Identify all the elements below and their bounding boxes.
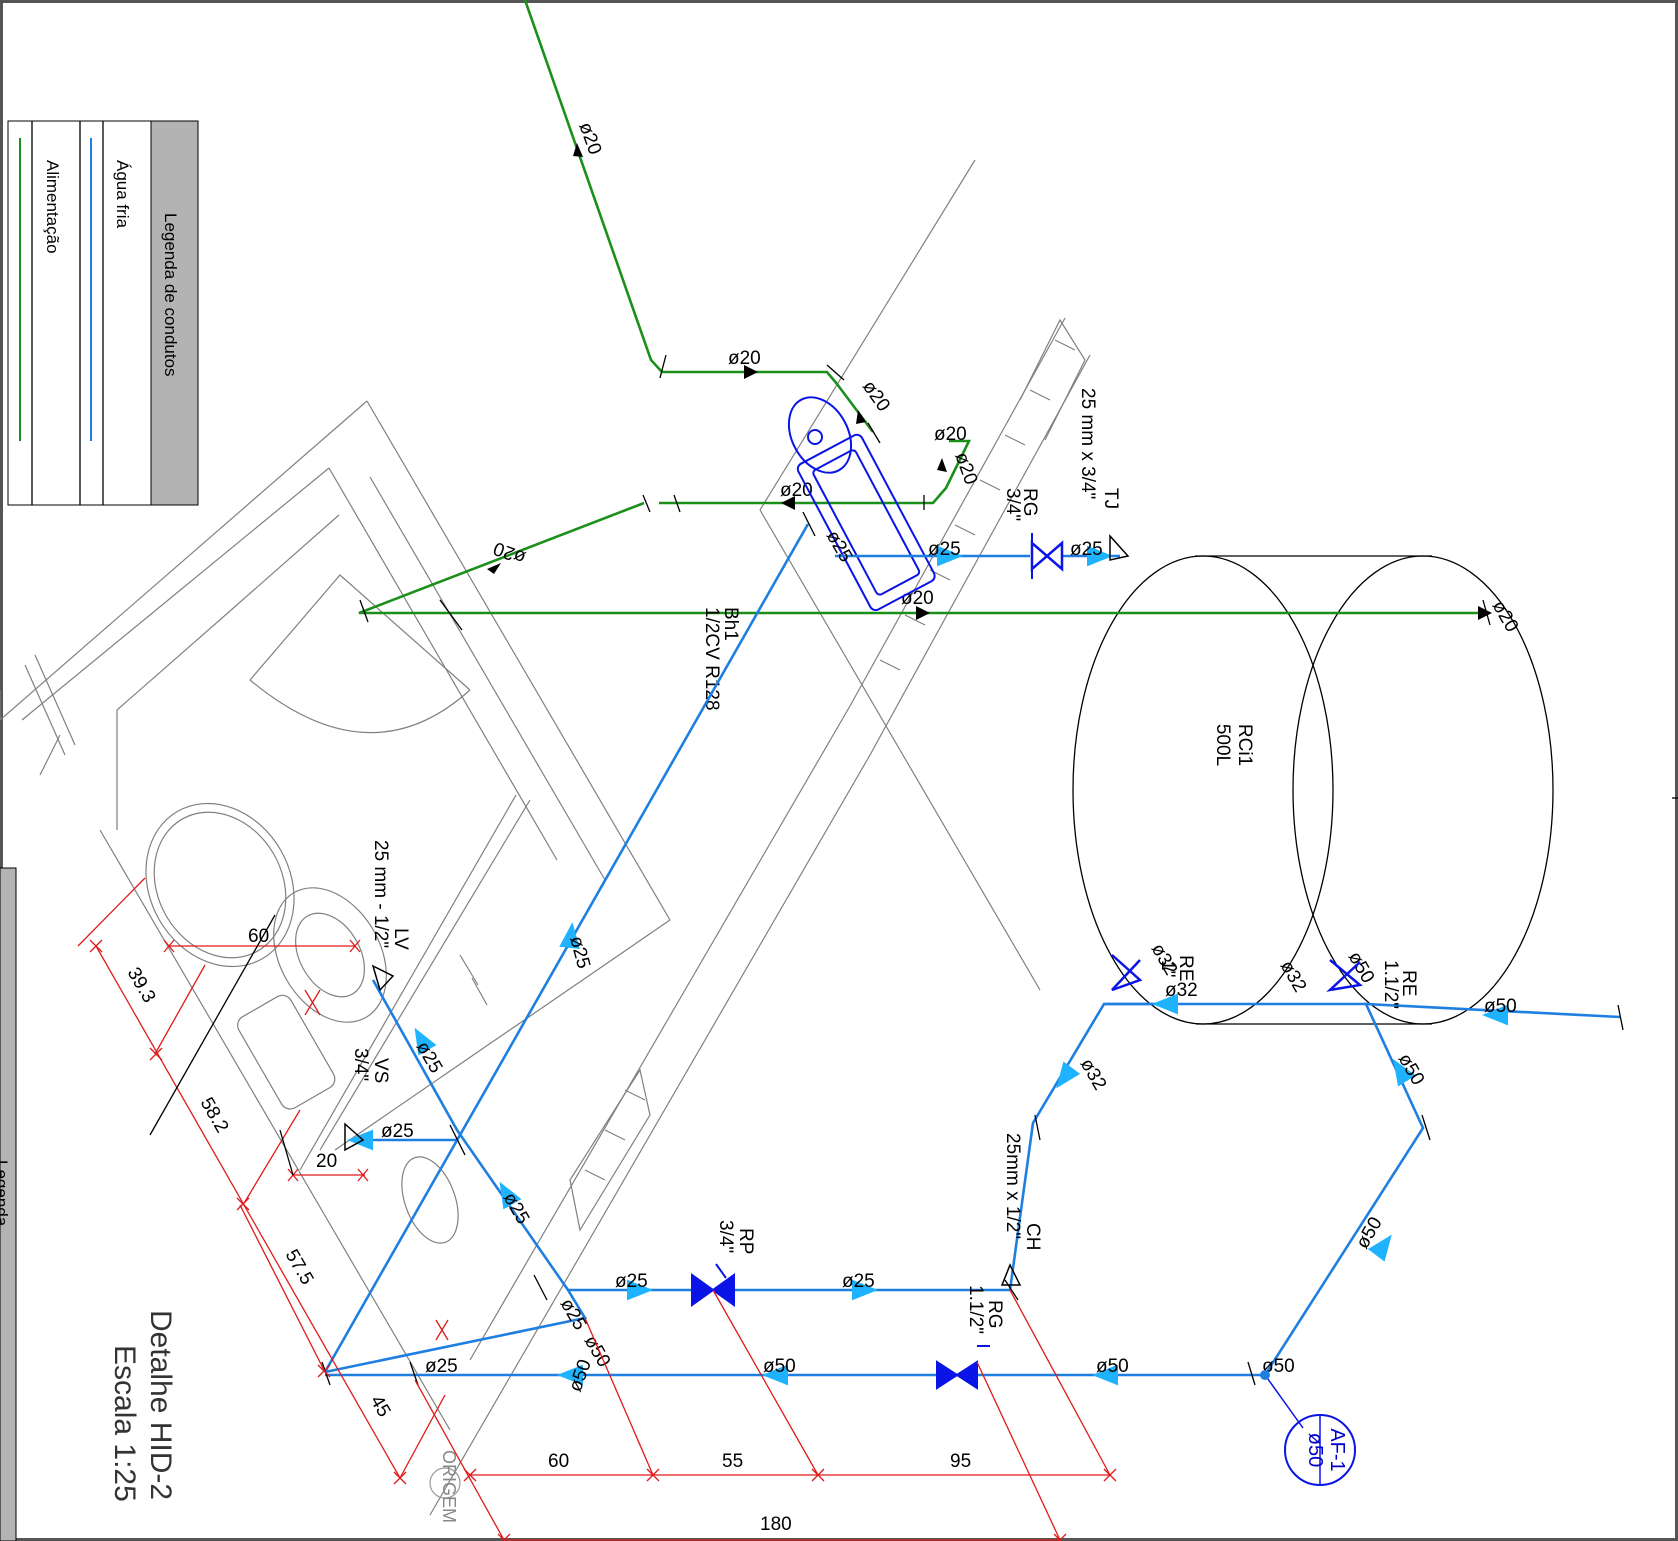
ch-line1: CH (1022, 1223, 1043, 1250)
pipe-label-d50-h: ø50 (1484, 996, 1517, 1017)
pipe-label-d50-d: ø50 (1096, 1356, 1129, 1377)
origin-marker: ORIGEM (429, 1450, 461, 1523)
re-right-line2: 1.1/2" (1380, 960, 1401, 1009)
side-panel: Legenda (0, 867, 17, 1541)
pipe-label-d20-e: ø20 (950, 450, 981, 488)
dim-95: 95 (950, 1451, 971, 1472)
re-left-line2: 1" (1157, 960, 1178, 977)
vs-line2: 3/4" (350, 1048, 371, 1081)
flow-arrow (916, 606, 930, 620)
dim-55: 55 (722, 1451, 743, 1472)
rg-bottom-line1: RG (984, 1300, 1005, 1329)
pipe-label-d25-a: ø25 (822, 527, 857, 566)
valve-re-left: RE 1" (1111, 954, 1196, 992)
cold-water-pipes: ø25 ø25 ø25 ø25 ø25 ø25 ø25 ø25 ø25 ø25 … (321, 511, 1624, 1395)
pipe-label-d50-i: ø50 (1344, 948, 1379, 987)
af-1-tag: AF-1 ø50 (1260, 1370, 1356, 1486)
dim-45: 45 (366, 1392, 395, 1421)
stair-treads (584, 339, 1076, 1181)
rg-top-line2: 3/4" (1002, 488, 1023, 521)
tj-line2: 25 mm x 3/4" (1077, 388, 1098, 499)
pipe-label-d20-b: ø20 (728, 348, 761, 369)
flow-arrow (744, 365, 758, 379)
dim-60: 60 (548, 1451, 569, 1472)
rp-line2: 3/4" (715, 1220, 736, 1253)
side-panel-label: Legenda (0, 1160, 11, 1227)
rg-bottom-line2: 1.1/2" (965, 1285, 986, 1334)
rp-line1: RP (735, 1228, 756, 1254)
legend-item-agua-fria: Água fria (113, 160, 132, 229)
pipe-label-d25-d: ø25 (565, 934, 594, 971)
legend-item-alimentacao: Alimentação (43, 160, 62, 254)
pipe-label-d20-i: ø20 (1488, 597, 1523, 636)
valve-re-right: RE 1.1/2" (1326, 959, 1419, 1009)
pipe-label-d25-b: ø25 (928, 539, 961, 560)
pipe-label-d50-e: ø50 (1262, 1356, 1295, 1377)
pipe-label-d50-c: ø50 (763, 1356, 796, 1377)
fixture-tj: TJ 25 mm x 3/4" (1077, 388, 1130, 561)
pipe-label-d20-g: ø20 (491, 537, 529, 568)
pipe-label-d25-h: ø25 (615, 1271, 648, 1292)
pipe-label-d20-h: ø20 (901, 588, 934, 609)
legend-title: Legenda de condutos (161, 213, 180, 377)
lv-line2: 25 mm - 1/2" (370, 840, 391, 948)
af-tag-line1: AF-1 (1326, 1428, 1348, 1471)
dim-180: 180 (760, 1514, 792, 1535)
re-right-line1: RE (1398, 970, 1419, 996)
pipe-label-d25-i: ø25 (842, 1271, 875, 1292)
pipe-label-d32-c: ø32 (1276, 957, 1311, 996)
drawing-title: Detalhe HID-2 Escala 1:25 (108, 1310, 177, 1502)
pipe-label-d20-c: ø20 (858, 377, 894, 416)
dim-20: 20 (316, 1151, 337, 1172)
pipe-label-d50-g: ø50 (1394, 1050, 1429, 1089)
pipe-label-d25-j: ø25 (556, 1295, 591, 1334)
af-tag-line2: ø50 (1304, 1433, 1326, 1467)
dim-39-3: 39.3 (123, 964, 160, 1007)
re-left-line1: RE (1175, 955, 1196, 981)
lv-line1: LV (390, 928, 411, 950)
tank-name: RCi1 (1234, 724, 1255, 766)
pump-bh1: Bh1 1/2CV R128 (701, 396, 936, 711)
legend: Legenda de condutos Água fria Alimentaçã… (7, 120, 199, 506)
tank-capacity: 500L (1212, 724, 1233, 766)
valve-rg-top: RG 3/4" (1002, 488, 1064, 579)
dimension-lines (77, 877, 1117, 1541)
title-line1: Detalhe HID-2 (144, 1310, 177, 1500)
flow-arrow (937, 458, 947, 472)
rg-top-line1: RG (1019, 488, 1040, 517)
flow-arrow (1478, 606, 1492, 620)
pump-line1: Bh1 (720, 607, 741, 641)
dim-60-top: 60 (248, 926, 269, 947)
flow-arrow (856, 410, 866, 424)
water-tank-rci1: RCi1 500L (1072, 555, 1554, 1025)
origin-label: ORIGEM (439, 1450, 459, 1523)
fixture-lv: LV 25 mm - 1/2" (370, 840, 411, 992)
pipe-label-d32-b: ø32 (1165, 980, 1198, 1001)
flow-arrow (781, 496, 795, 510)
fixture-vs: VS 3/4" (344, 1048, 391, 1152)
pipe-label-d25-k: ø25 (425, 1356, 458, 1377)
ch-line2: 25mm x 1/2" (1002, 1133, 1023, 1239)
dimension-values: 60 39.3 58.2 57.5 45 20 60 55 95 180 (123, 926, 971, 1535)
pipe-label-d25-c: ø25 (1070, 539, 1103, 560)
pipe-label-d25-g: ø25 (499, 1189, 534, 1228)
vs-line1: VS (370, 1058, 391, 1083)
tj-line1: TJ (1100, 488, 1121, 509)
dim-57-5: 57.5 (281, 1246, 318, 1289)
flow-arrow (573, 143, 583, 157)
pipe-label-d25-f: ø25 (381, 1121, 414, 1142)
pipe-label-d32-a: ø32 (1076, 1055, 1111, 1094)
building-outline (0, 159, 1091, 1516)
legend-header (150, 120, 199, 506)
fixture-ch: CH 25mm x 1/2" (1000, 1133, 1043, 1286)
valve-rg-bottom: RG 1.1/2" (936, 1285, 1005, 1390)
pipe-label-d20-d: ø20 (934, 424, 967, 445)
pipe-label-d50-b: ø50 (565, 1357, 596, 1395)
pipe-label-d25-e: ø25 (412, 1038, 447, 1077)
flow-arrow (487, 563, 501, 574)
valve-rp: RP 3/4" (691, 1220, 756, 1307)
title-line2: Escala 1:25 (108, 1345, 141, 1502)
